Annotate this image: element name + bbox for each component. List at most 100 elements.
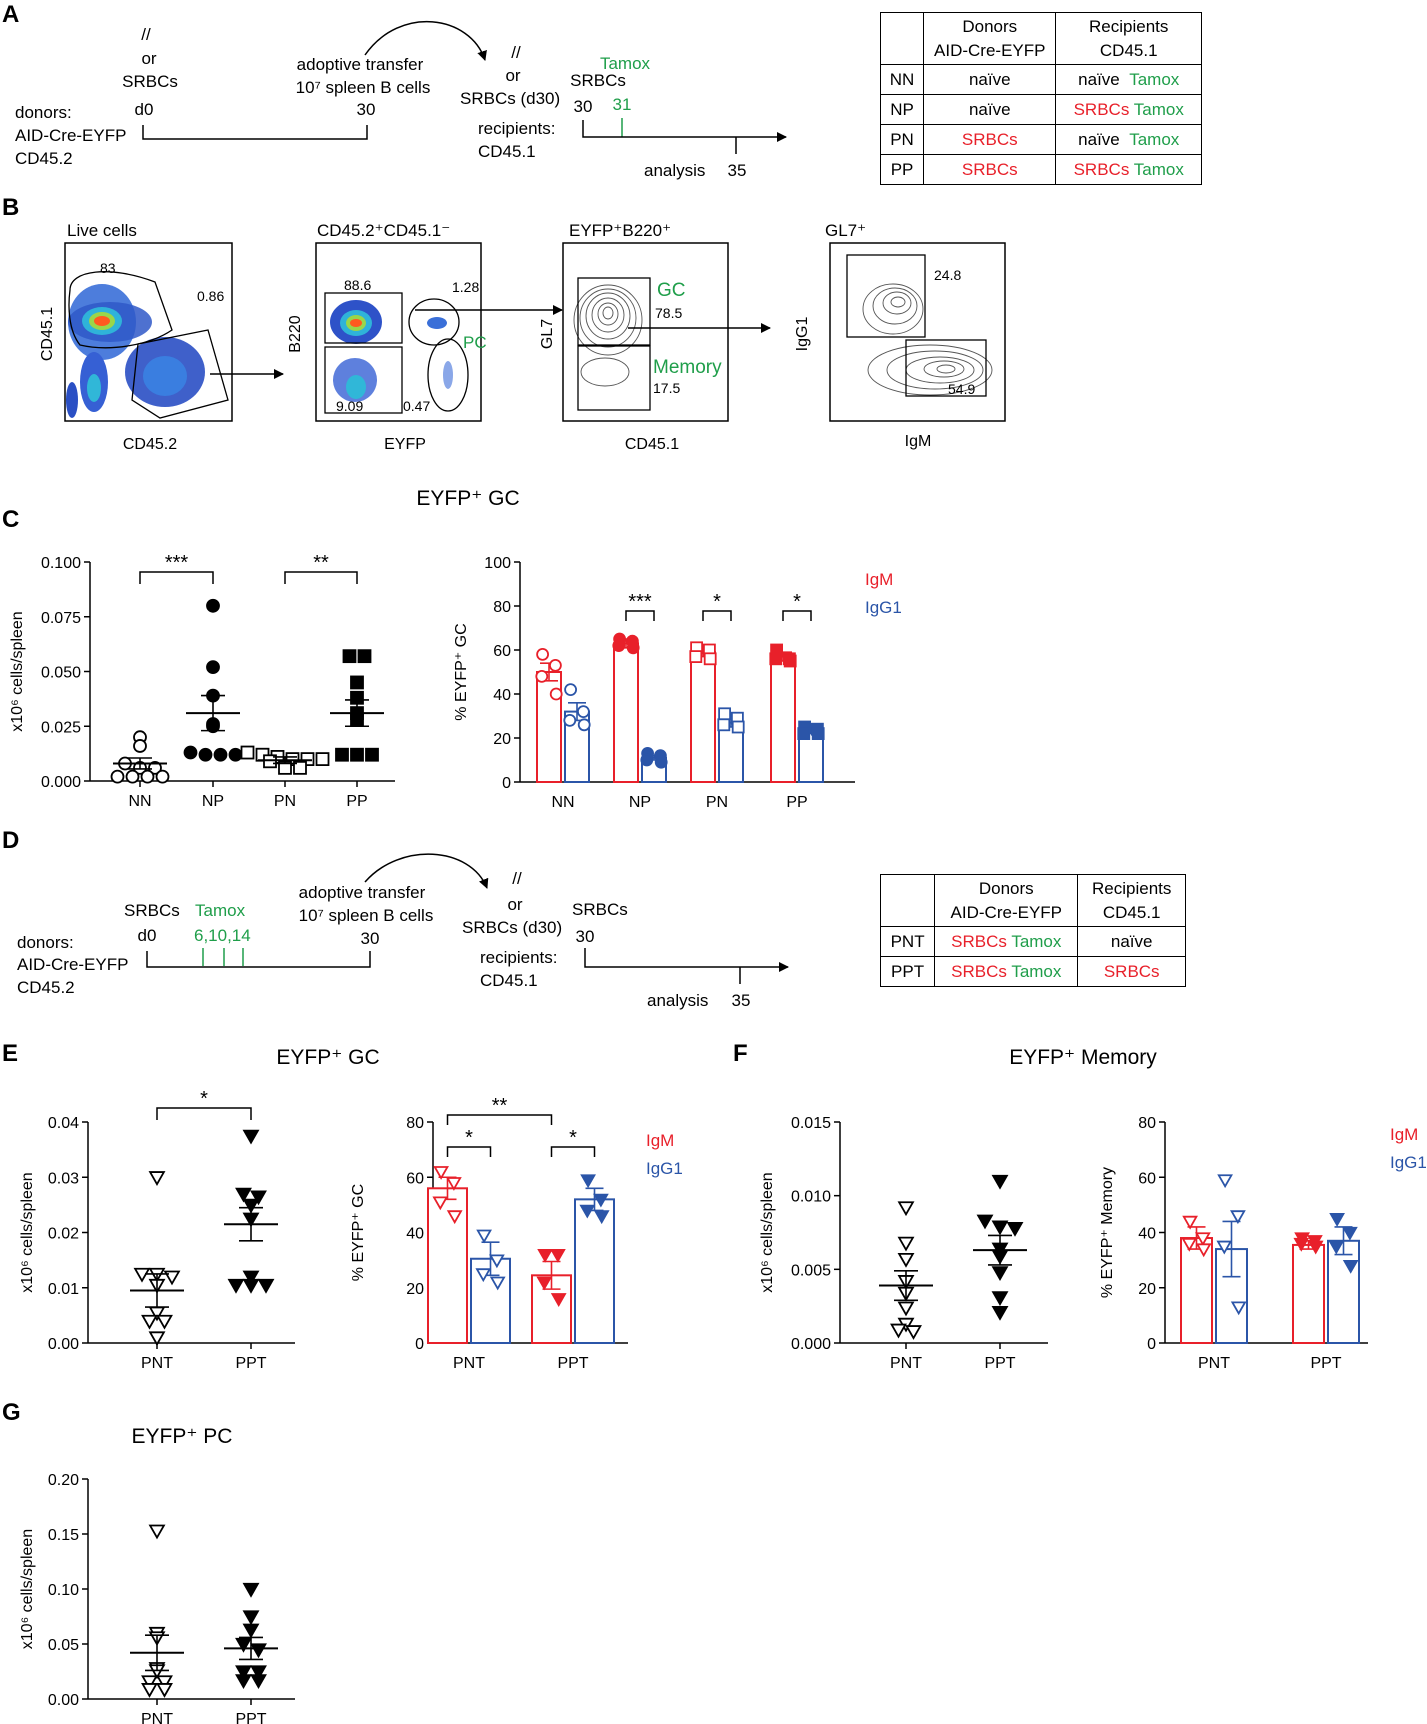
x-tick-label-C2: PN [706,794,728,811]
y-tick-label-C1: 0.050 [41,665,81,682]
table-a-row-pn: PN SRBCs naïve Tamox [879,124,1202,155]
table-d-corner [879,874,936,927]
y-tick-label-F2: 80 [1138,1115,1156,1132]
x-tick-label-C2: PP [786,794,807,811]
density-live-cells [66,284,205,418]
ta-or2: or [505,66,520,85]
data-point-pnt [133,1267,151,1283]
y-axis-label-E1: x10⁶ cells/spleen [19,1172,36,1292]
data-point-pnt [897,1301,915,1317]
table-a-id: NP [879,94,925,125]
data-point-pnt [897,1201,915,1217]
flow-ylabel-4: IgG1 [794,317,811,352]
td-srbcs2: SRBCs [572,900,628,919]
gate-label-785: 78.5 [655,305,682,321]
flow-ylabel-2: B220 [287,315,304,352]
data-point-igg1 [1230,1210,1246,1225]
ta-slash: // [141,25,151,44]
y-tick-label-E2: 80 [406,1115,424,1132]
significance-bracket-outer-E2 [446,1114,553,1125]
data-point-ppt [250,1674,267,1690]
y-tick-label-G1: 0.05 [48,1637,79,1654]
data-point-ppt [991,1220,1009,1236]
ta-tamox: Tamox [600,54,651,73]
x-tick-label-G1: PNT [141,1711,173,1724]
td-analysis: analysis [647,991,708,1010]
y-tick-label-C2: 60 [493,643,511,660]
td-recipients: recipients: [480,948,557,967]
gate-label-909: 9.09 [336,398,363,414]
x-tick-label-C2: NN [551,794,574,811]
x-tick-label-C1: NN [128,793,151,810]
gate-cd452 [131,329,229,419]
timeline-a: // or SRBCs donors: AID-Cre-EYFP CD45.2 … [15,21,787,180]
table-a-rec: naïve [1078,69,1120,89]
data-point-igm [550,1293,567,1307]
gate-label-memory: Memory [653,357,722,378]
data-point-igg1 [489,1254,505,1269]
x-tick-label-C1: PP [346,793,367,810]
td-r30: 30 [576,927,595,946]
y-tick-label-C2: 100 [484,555,511,572]
y-tick-label-E2: 20 [406,1281,424,1298]
data-point-igg1 [1342,1260,1359,1274]
data-point-ppt [242,1129,260,1145]
table-a-id: PP [879,154,925,185]
y-axis-label-C2: % EYFP⁺ GC [453,623,470,720]
data-point-ppt [991,1174,1009,1190]
table-a-header-donors: Donors AID-Cre-EYFP [923,12,1057,65]
table-a-rec-cell: naïve Tamox [1055,64,1202,95]
data-point-igg1 [579,1204,596,1219]
y-tick-label-C2: 0 [502,775,511,792]
data-point-igm [446,1210,463,1225]
data-point-igm [1293,1237,1310,1252]
y-axis-label-F1: x10⁶ cells/spleen [759,1172,776,1292]
td-transfer-arrow [364,853,489,889]
data-point-igm [1182,1215,1198,1230]
y-tick-label-E2: 60 [406,1170,424,1187]
ta-t30: 30 [357,100,376,119]
data-point-ppt [991,1305,1009,1321]
table-d-header-donors: Donors AID-Cre-EYFP [934,874,1079,927]
table-d-donor: SRBCs [951,931,1007,951]
gate-label-248: 24.8 [934,267,961,283]
data-point-igg1 [563,714,577,727]
data-point-ppt [976,1214,994,1230]
flow-title-3: EYFP⁺B220⁺ [569,221,671,240]
data-point-igg1 [475,1268,492,1283]
y-tick-label-F1: 0.010 [791,1189,831,1206]
gate-label-086: 0.86 [197,288,224,304]
td-srbcs: SRBCs [124,901,180,920]
gate-eyfp-pos [408,298,460,346]
data-point-pnt [141,1675,158,1691]
data-point-igm [612,639,626,652]
td-donors: donors: [17,933,74,952]
data-point-igm [537,1248,553,1263]
gate-gc [577,277,651,346]
data-point-pp [335,747,349,762]
title-e: EYFP⁺ GC [276,1046,379,1069]
table-a-h-donors: Donors [962,16,1018,36]
flow-xlabel-2: EYFP [384,436,426,453]
data-point-ppt [242,1278,260,1294]
ta-r30: 30 [574,97,593,116]
legend-igg1: IgG1 [1390,1153,1427,1172]
panel-label-a: A [2,1,19,28]
table-a-rec-cell: SRBCs Tamox [1055,94,1202,125]
density-b220 [330,300,453,402]
flow-xlabel-1: CD45.2 [123,436,177,453]
timeline-d: SRBCs Tamox 6,10,14 donors: AID-Cre-EYFP… [17,853,789,1010]
td-tamox: Tamox [195,901,246,920]
x-tick-label-F2: PPT [1310,1355,1341,1372]
table-d-h-rec2: CD45.1 [1102,902,1161,922]
data-point-ppt [227,1278,245,1294]
title-g: EYFP⁺ PC [132,1425,233,1448]
flow-plot-4-frame [829,242,1006,422]
data-point-igg1 [1216,1240,1233,1255]
table-a-header-recipients: Recipients CD45.1 [1055,12,1202,65]
td-cd452: CD45.2 [17,978,75,997]
data-point-igm [535,670,549,683]
legend-igm: IgM [1390,1125,1418,1144]
table-d-id: PPT [879,956,936,987]
contour-igg1 [862,283,993,396]
